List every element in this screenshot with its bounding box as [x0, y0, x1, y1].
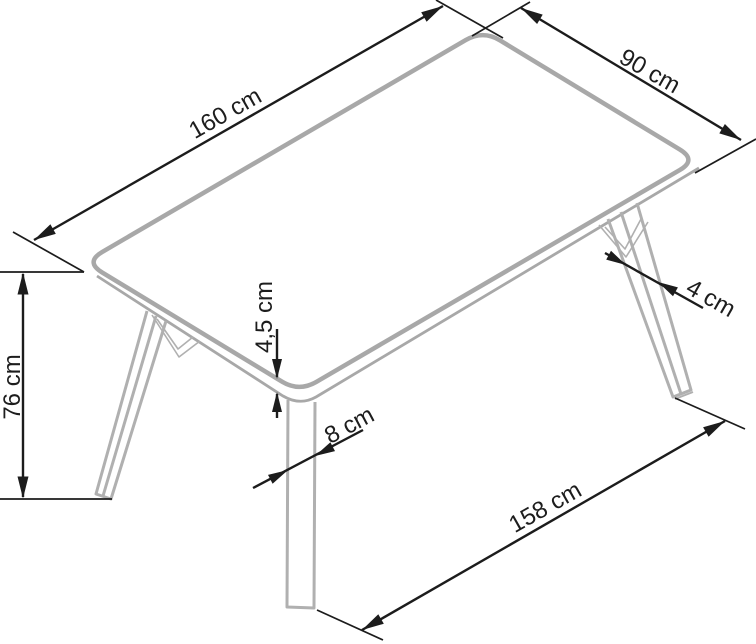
left-leg-inner-line: [101, 315, 158, 497]
arrowhead: [272, 392, 282, 412]
dimension-label-leg-width: 8 cm: [320, 401, 379, 449]
extension-line: [316, 609, 384, 641]
arrowhead: [34, 224, 56, 240]
extension-line: [435, 0, 504, 39]
front-leg-outline: [285, 399, 317, 610]
dimension-table-height: [0, 271, 112, 500]
dimension-tabletop-thickness: [272, 329, 282, 418]
extension-line: [12, 231, 85, 273]
dimension-label-tabletop-depth: 90 cm: [615, 44, 685, 100]
dimension-label-tabletop-thickness: 4,5 cm: [251, 281, 278, 353]
arrowhead: [658, 282, 678, 297]
arrowhead: [362, 614, 384, 630]
arrowhead: [421, 6, 443, 22]
tabletop-outline: [91, 32, 691, 390]
dimension-label-table-height: 76 cm: [0, 354, 26, 419]
extension-line: [694, 138, 756, 174]
extension-line: [674, 397, 746, 430]
dimension-leg-width: [252, 428, 364, 490]
arrowhead: [315, 442, 335, 456]
arrowhead: [703, 421, 725, 437]
dimension-label-leg-thickness: 4 cm: [681, 274, 740, 323]
right-leg-mount-bracket: [598, 218, 649, 258]
arrowhead: [719, 124, 741, 140]
arrowhead: [268, 470, 288, 484]
dimension-line: [520, 6, 742, 142]
dimension-line: [361, 419, 726, 632]
dimension-tabletop-depth: [471, 1, 756, 174]
arrowhead: [521, 8, 543, 24]
dimension-line: [33, 4, 444, 242]
left-leg-mount-bracket: [151, 314, 201, 358]
right-leg-foot-line: [674, 391, 694, 400]
tabletop-underside-edge: [96, 166, 700, 403]
table-legs: [94, 202, 694, 610]
extension-line: [471, 1, 531, 37]
right-leg-inner-line: [619, 211, 683, 395]
arrowhead: [17, 476, 29, 499]
dimension-base-span: [316, 397, 746, 641]
table-drawing: [91, 32, 700, 403]
arrowhead: [272, 359, 282, 379]
arrowhead: [606, 250, 626, 265]
left-leg-outline: [94, 310, 168, 501]
dimension-tabletop-length: [12, 0, 504, 273]
dimension-leg-thickness: [604, 250, 704, 310]
arrowhead: [17, 272, 29, 295]
